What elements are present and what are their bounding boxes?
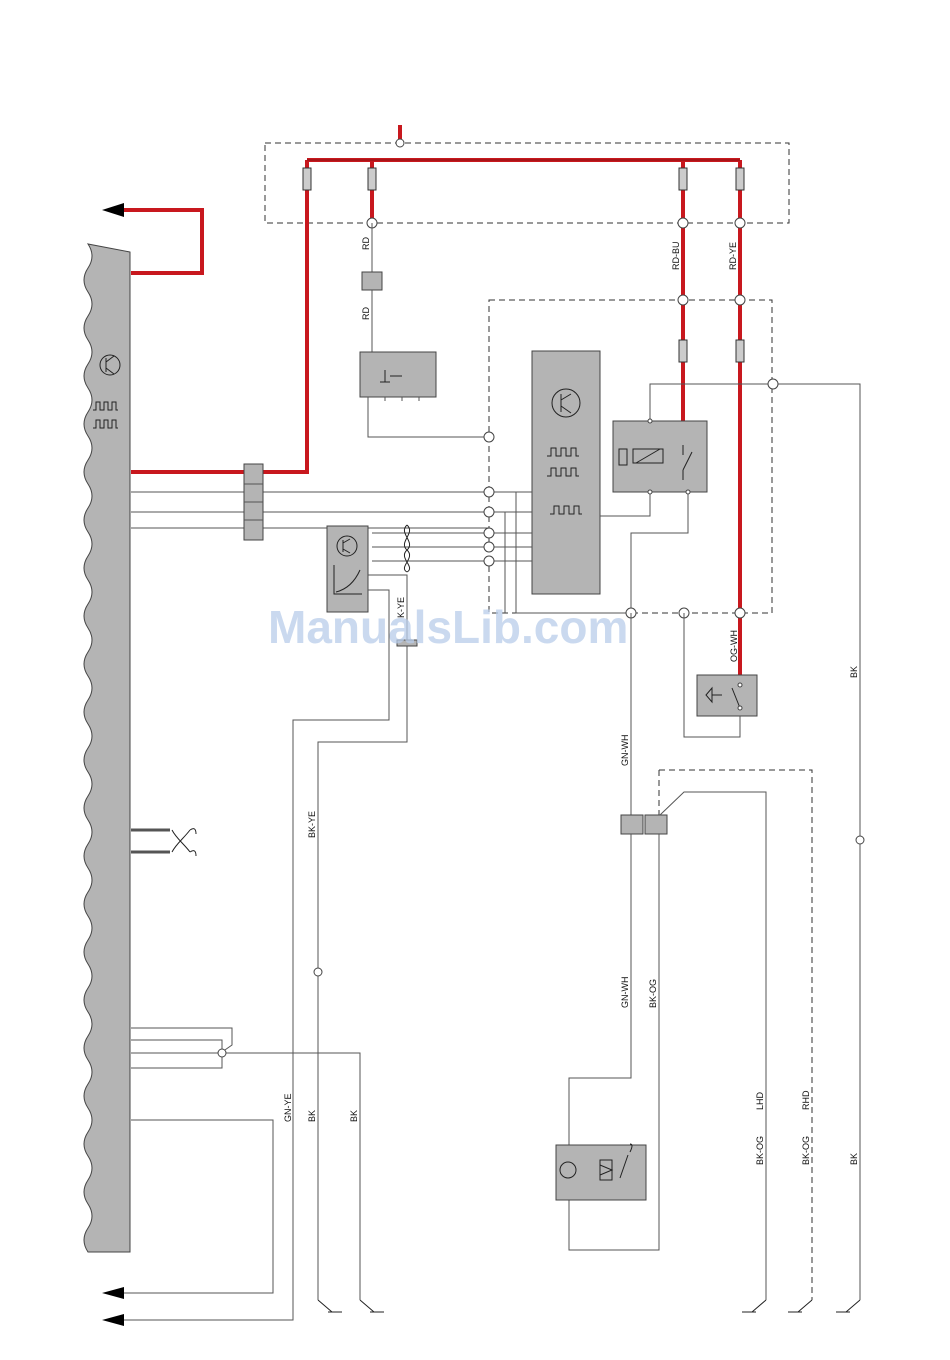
label-bk-ye: BK-YE xyxy=(307,811,317,838)
label-rd-ye: RD-YE xyxy=(728,242,738,270)
sensor-module xyxy=(327,526,368,612)
fuse-box-top xyxy=(265,143,789,223)
label-rhd: RHD xyxy=(801,1090,811,1110)
power-wires xyxy=(118,125,740,675)
switch-module xyxy=(360,352,436,397)
fan-icon xyxy=(404,525,409,572)
fuel-pump-module xyxy=(556,1145,646,1200)
label-bk-left2: BK xyxy=(349,1110,359,1122)
ground-symbols xyxy=(318,1300,860,1312)
label-bk-left1: BK xyxy=(307,1110,317,1122)
label-bk-og-rhd: BK-OG xyxy=(801,1136,811,1165)
twisted-pair-icon xyxy=(131,829,196,856)
label-bk-right: BK xyxy=(849,666,859,678)
label-gn-wh-lower: GN-WH xyxy=(620,977,630,1009)
label-gn-wh-upper: GN-WH xyxy=(620,735,630,767)
label-lhd: LHD xyxy=(755,1091,765,1110)
label-rd-lower: RD xyxy=(361,307,371,320)
connector-pair xyxy=(621,815,667,834)
output-arrow-bottom-2 xyxy=(102,1314,124,1326)
label-rd-bu: RD-BU xyxy=(671,242,681,271)
rhd-region-dashed xyxy=(659,770,812,1300)
label-bk-og-lhd: BK-OG xyxy=(755,1136,765,1165)
label-bk-og-mid: BK-OG xyxy=(648,979,658,1008)
connector-block-left xyxy=(244,464,263,540)
label-gn-ye: GN-YE xyxy=(283,1093,293,1122)
label-og-wh: OG-WH xyxy=(729,630,739,662)
main-control-module xyxy=(84,244,130,1252)
inline-connector-rd xyxy=(362,272,382,290)
watermark: ManualsLib.com xyxy=(268,601,628,653)
label-rd-upper: RD xyxy=(361,237,371,250)
output-arrow-bottom-1 xyxy=(102,1287,124,1299)
output-arrow-top xyxy=(102,203,124,217)
label-bk-far-right: BK xyxy=(849,1153,859,1165)
ground-wires xyxy=(124,836,864,1300)
